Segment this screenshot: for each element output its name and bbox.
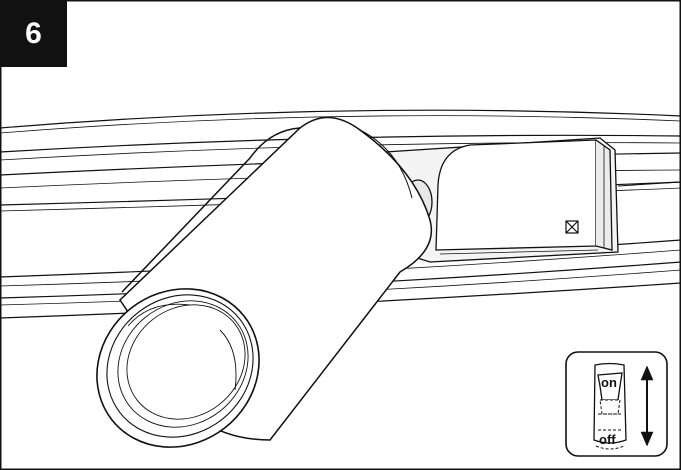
track-adapter — [384, 137, 681, 263]
switch-on-label: on — [601, 375, 617, 390]
adapter-symbol-icon — [565, 220, 579, 234]
spotlight-lens-opening — [96, 288, 260, 448]
switch-inset: on off — [565, 351, 668, 457]
up-down-arrow-icon — [640, 365, 654, 447]
step-number-badge: 6 — [0, 0, 67, 67]
switch-off-label: off — [599, 432, 616, 447]
switch-icon — [593, 362, 627, 450]
